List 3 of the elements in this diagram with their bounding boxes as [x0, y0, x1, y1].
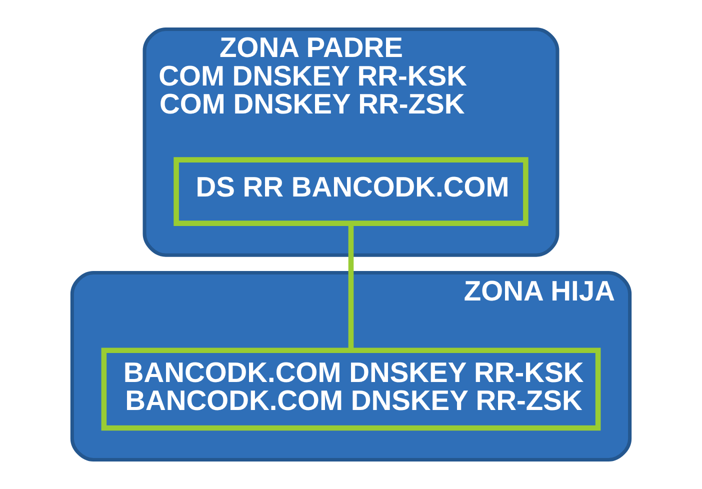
node-box: BANCODK.COM DNSKEY RR-KSK BANCODK.COM DNSKEY RR-ZSK [101, 348, 601, 431]
connector [348, 224, 354, 350]
node-box: DS RR BANCODK.COM [174, 157, 528, 226]
